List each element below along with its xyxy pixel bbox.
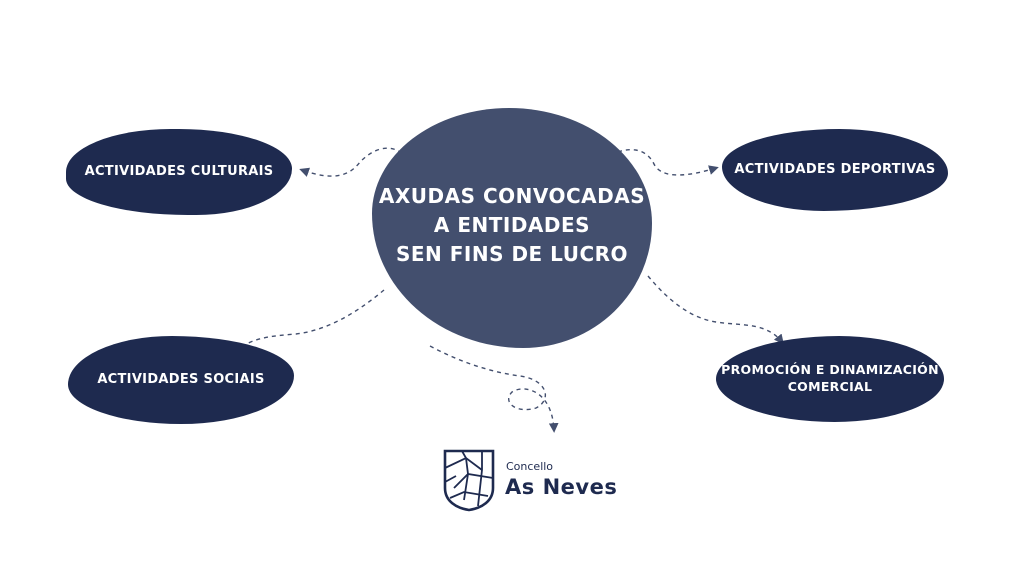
- node-actividades-deportivas: ACTIVIDADES DEPORTIVAS: [722, 129, 948, 211]
- node-label-comercial: PROMOCIÓN E DINAMIZACIÓN COMERCIAL: [721, 362, 939, 394]
- logo-subtitle: Concello: [506, 460, 554, 473]
- node-promocion-comercial: PROMOCIÓN E DINAMIZACIÓN COMERCIAL: [716, 336, 944, 422]
- central-node-label: AXUDAS CONVOCADAS A ENTIDADES SEN FINS D…: [378, 183, 646, 266]
- node-label-culturais: ACTIVIDADES CULTURAIS: [84, 164, 274, 180]
- node-label-deportivas: ACTIVIDADES DEPORTIVAS: [734, 162, 936, 178]
- logo-title: As Neves: [505, 475, 618, 499]
- node-actividades-sociais: ACTIVIDADES SOCIAIS: [68, 336, 294, 424]
- connector-culturais: [299, 147, 409, 177]
- shield-icon: [443, 449, 495, 512]
- node-actividades-culturais: ACTIVIDADES CULTURAIS: [66, 129, 292, 215]
- node-label-sociais: ACTIVIDADES SOCIAIS: [97, 372, 265, 388]
- connector-sociais: [230, 289, 385, 359]
- connector-comercial: [647, 275, 784, 345]
- concello-logo: Concello As Neves: [442, 448, 632, 516]
- connector-logo: [429, 345, 559, 433]
- central-node: AXUDAS CONVOCADAS A ENTIDADES SEN FINS D…: [372, 108, 652, 348]
- connector-deportivas: [617, 148, 719, 176]
